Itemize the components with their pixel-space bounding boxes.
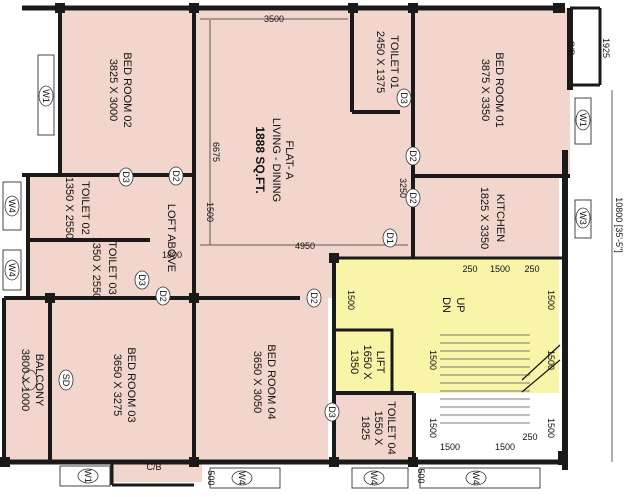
tag-d1: D1 xyxy=(385,232,395,244)
tag-d2-bedroom3: D2 xyxy=(158,290,168,302)
dim-4950: 4950 xyxy=(295,241,315,251)
tag-w4-a: W4 xyxy=(7,199,17,213)
bedroom4-name: BED ROOM 04 xyxy=(265,344,277,419)
lift-size1: 1650 X xyxy=(361,345,373,381)
bedroom1-name: BED ROOM 01 xyxy=(493,52,505,127)
dim-500-right: 500 xyxy=(416,468,426,483)
dim-stair-1500bot2: 1500 xyxy=(495,442,515,452)
kitchen-size: 1825 X 3350 xyxy=(478,187,490,249)
stair-dn: DN xyxy=(440,297,452,313)
living-name: LIVING - DINING xyxy=(270,118,282,202)
balcony-fill xyxy=(4,298,50,462)
tag-cb-top: C/B xyxy=(566,40,576,55)
balcony-size: 3800 X 1000 xyxy=(19,349,31,411)
dim-3250: 3250 xyxy=(398,178,408,198)
tag-w4-e: W4 xyxy=(471,471,481,485)
bedroom2-name: BED ROOM 02 xyxy=(121,52,133,127)
toilets-fill xyxy=(28,175,194,298)
dim-1925: 1925 xyxy=(601,38,611,58)
tag-cb-bottom: C/B xyxy=(146,462,161,472)
toilet1-size: 2450 X 1375 xyxy=(374,31,386,93)
dim-stair-1500L: 1500 xyxy=(346,290,356,310)
toilet4-name: TOILET 04 xyxy=(385,401,397,454)
toilet4-size1: 1550 X xyxy=(372,411,384,447)
left-shaft xyxy=(0,8,22,175)
loft-label: LOFT ABOVE xyxy=(165,204,177,272)
bedroom4-fill xyxy=(194,298,328,462)
toilet3-name: TOILET 03 xyxy=(106,241,118,294)
tag-w4-d: W4 xyxy=(369,471,379,485)
tag-d2-kitchen: D2 xyxy=(408,192,418,204)
tags xyxy=(4,85,591,486)
tag-d2-bedroom2: D2 xyxy=(171,170,181,182)
toilet4-fill xyxy=(334,393,414,462)
tag-w3: W3 xyxy=(578,211,588,225)
tag-w4-b: W4 xyxy=(7,263,17,277)
lift-size2: 1350 xyxy=(348,350,360,374)
lift-name: LIFT xyxy=(374,351,386,374)
dim-stair-1500botL: 1500 xyxy=(428,418,438,438)
flat-label: FLAT- A xyxy=(283,141,295,181)
dim-stair-1500a: 1500 xyxy=(490,264,510,274)
living-fill-2 xyxy=(352,112,413,258)
dim-stair-250b: 250 xyxy=(524,264,539,274)
dim-3500: 3500 xyxy=(264,14,284,24)
bottom-strip xyxy=(112,462,202,482)
tag-d3-toilet2: D3 xyxy=(121,171,131,183)
dim-stair-250a: 250 xyxy=(462,264,477,274)
living-fill xyxy=(194,8,352,258)
stair-treads xyxy=(440,334,530,424)
dim-1800: 1800 xyxy=(162,250,182,260)
bedroom4-size: 3650 X 3050 xyxy=(251,351,263,413)
stair-fill-2 xyxy=(414,393,559,462)
dim-stair-1500R: 1500 xyxy=(546,290,556,310)
stair-arrow-line-2 xyxy=(521,359,561,393)
balcony-name: BALCONY xyxy=(33,354,45,407)
kitchen-name: KITCHEN xyxy=(494,194,506,242)
stair-up: UP xyxy=(454,297,466,312)
tag-d3-toilet1: D3 xyxy=(399,92,409,104)
dim-stair-1500botR: 1500 xyxy=(546,418,556,438)
bedroom1-size: 3875 X 3350 xyxy=(479,59,491,121)
toilet1-name: TOILET 01 xyxy=(388,35,400,88)
bedroom2-size: 3825 X 3000 xyxy=(107,59,119,121)
toilet3-size: 1350 X 2550 xyxy=(90,237,102,299)
dim-500: 500 xyxy=(206,470,216,485)
dim-overall: 10800 [35'-5"] xyxy=(614,197,624,252)
living-area: 1888 SQ.FT. xyxy=(253,126,267,193)
dim-stair-250c: 250 xyxy=(522,432,537,442)
tag-d3-toilet4: D3 xyxy=(327,406,337,418)
toilet2-size: 1350 X 2550 xyxy=(63,177,75,239)
walls xyxy=(2,5,602,487)
toilet2-name: TOILET 02 xyxy=(79,181,91,234)
bedroom3-name: BED ROOM 03 xyxy=(125,347,137,422)
tag-d2-bedroom1: D2 xyxy=(408,150,418,162)
tag-w1-bottom: W1 xyxy=(83,469,93,483)
wall-pillars xyxy=(0,3,568,467)
tag-w1-left: W1 xyxy=(41,89,51,103)
tag-sd: SD xyxy=(61,374,71,387)
dim-6675: 6675 xyxy=(211,142,221,162)
lift-fill xyxy=(334,330,392,393)
tag-w1-right: W1 xyxy=(578,113,588,127)
kitchen-fill xyxy=(413,176,559,258)
tag-d3-toilet3: D3 xyxy=(137,274,147,286)
bedroom3-size: 3650 X 3275 xyxy=(111,354,123,416)
dim-stair-1500midR: 1500 xyxy=(546,350,556,370)
toilet4-size2: 1825 xyxy=(359,416,371,440)
dim-stair-1500bot1: 1500 xyxy=(440,442,460,452)
dim-1500: 1500 xyxy=(205,202,215,222)
bedroom2-fill xyxy=(60,8,194,175)
tag-d2-bedroom4: D2 xyxy=(309,292,319,304)
bedroom1-fill xyxy=(413,8,570,176)
bedroom3-fill xyxy=(50,298,194,462)
dim-stair-1500midL: 1500 xyxy=(428,350,438,370)
tag-w4-c: W4 xyxy=(237,471,247,485)
stair-arrow-line xyxy=(521,344,561,381)
